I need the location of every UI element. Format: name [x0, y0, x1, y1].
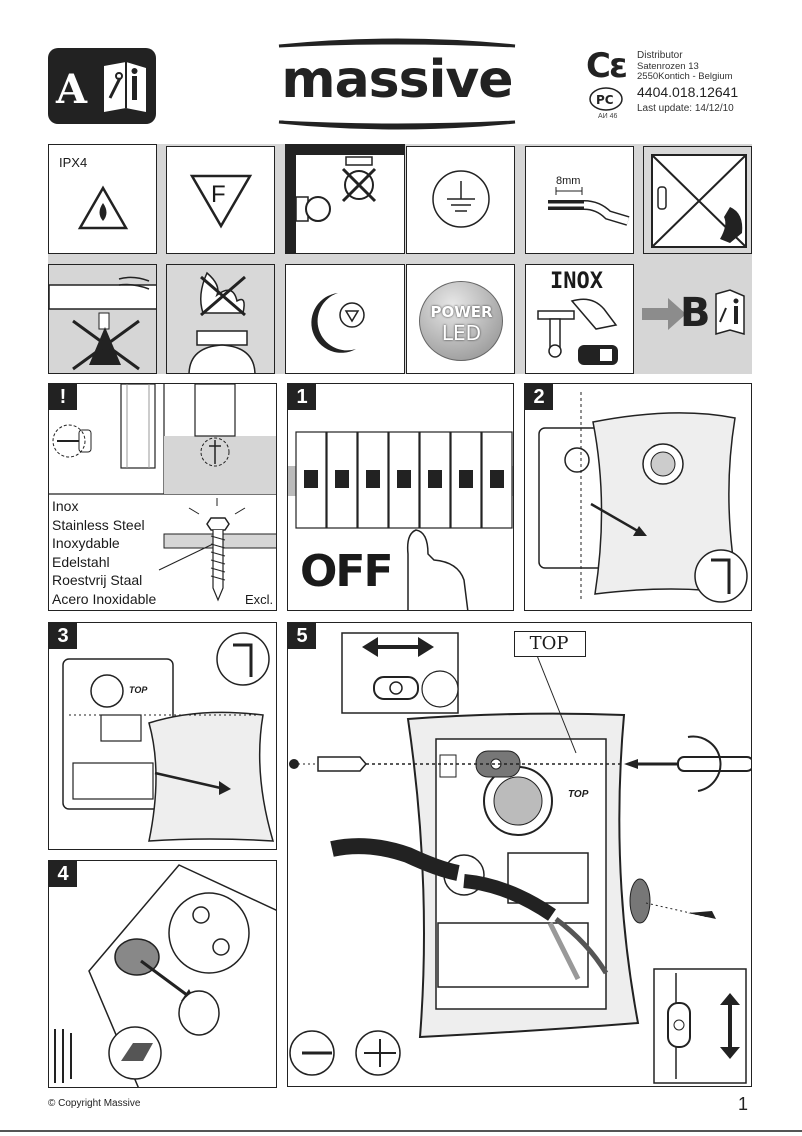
off-label: OFF	[300, 546, 394, 597]
top-mark: TOP	[129, 685, 148, 695]
dimmable-tile	[285, 264, 405, 374]
earth-ground-tile	[406, 146, 515, 254]
material-item: Roestvrij Staal	[52, 572, 143, 589]
panel-step-2: 2	[524, 383, 752, 611]
step-3-badge: 3	[49, 623, 77, 649]
panel-step-4: 4	[48, 860, 277, 1088]
f-mark-tile: F	[166, 146, 275, 254]
panel-step-1: 1 OFF	[287, 383, 514, 611]
power-led-tile: POWER LED	[406, 264, 515, 374]
power-label: POWER	[430, 303, 493, 321]
no-ceiling-mount-tile	[285, 144, 405, 254]
manual-b-book-icon	[714, 288, 746, 338]
power-led-disc	[419, 281, 503, 361]
material-item: Acero Inoxidable	[52, 590, 157, 607]
no-insulation-cover-tile	[48, 264, 157, 374]
water-drop-triangle-icon	[77, 185, 129, 231]
inox-title: INOX	[550, 269, 603, 294]
f-mark-letter: F	[211, 181, 226, 208]
ipx-rating: IPX4	[59, 155, 88, 170]
brand-logo: massive	[275, 36, 519, 132]
excl-note: Excl.	[245, 592, 274, 607]
copyright: © Copyright Massive	[48, 1098, 141, 1109]
no-cover-touch-tile	[643, 146, 752, 254]
brand-name: massive	[281, 50, 513, 110]
top-callout-box	[514, 631, 586, 657]
ipx4-tile: IPX4	[48, 144, 157, 254]
ce-mark: Cε	[586, 46, 628, 86]
led-label: LED	[441, 321, 482, 345]
address-line1: Satenrozen 13	[637, 61, 699, 72]
warning-badge: !	[49, 384, 77, 410]
badge-letter: A	[56, 66, 88, 113]
manual-book-icon	[100, 58, 150, 116]
cert-code: AИ 46	[598, 113, 618, 120]
material-item: Edelstahl	[52, 553, 110, 570]
material-item: Inox	[52, 498, 79, 514]
step-1-badge: 1	[288, 384, 316, 410]
step-4-badge: 4	[49, 861, 77, 887]
step-5-badge: 5	[288, 623, 316, 649]
footer-rule	[0, 1130, 802, 1132]
last-update: Last update: 14/12/10	[637, 103, 734, 114]
next-sheet-arrow	[640, 296, 688, 332]
top-callout-label: TOP	[529, 633, 569, 654]
housing-top-mark: TOP	[568, 789, 589, 800]
panel-inox-warning: ! Inox Stainless Steel Inoxydable Edelst…	[48, 383, 277, 611]
distributor-label: Distributor	[637, 50, 683, 61]
page-number: 1	[738, 1094, 749, 1114]
no-flammable-tile	[166, 264, 275, 374]
svg-text:PC: PC	[596, 93, 614, 107]
step-2-badge: 2	[525, 384, 553, 410]
inox-tile: INOX	[525, 264, 634, 374]
material-item: Stainless Steel	[52, 516, 145, 533]
material-item: Inoxydable	[52, 535, 120, 552]
panel-step-5: 5	[287, 622, 752, 1087]
next-sheet-letter: B	[680, 290, 711, 336]
wire-strip-tile: 8mm	[525, 146, 634, 254]
wire-strip-length: 8mm	[556, 175, 581, 187]
materials-list: Inox Stainless Steel Inoxydable Edelstah…	[52, 497, 156, 609]
f-mark-triangle-icon	[189, 173, 253, 229]
pct-cert-icon: PC	[588, 86, 624, 112]
manual-badge: A	[48, 48, 156, 124]
panel-step-3: 3 TOP	[48, 622, 277, 850]
address-line2: 2550Kontich - Belgium	[637, 71, 733, 82]
article-number: 4404.018.12641	[637, 84, 739, 100]
